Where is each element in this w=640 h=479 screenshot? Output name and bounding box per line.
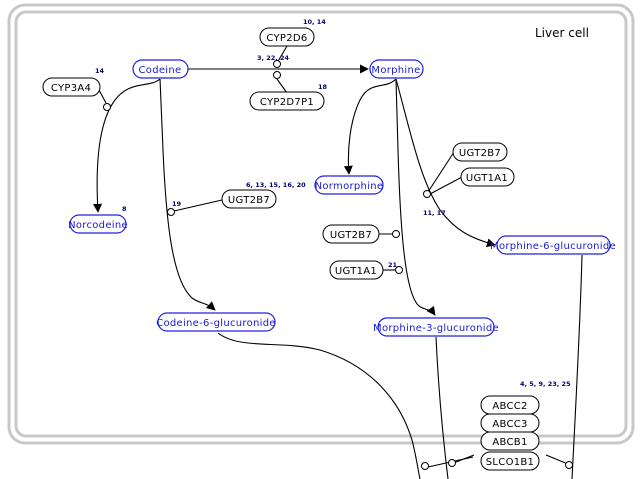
gene-node-ugt1a1-m6g[interactable]: UGT1A1 xyxy=(460,167,515,187)
gene-label: UGT1A1 xyxy=(335,266,377,277)
gene-label: UGT2B7 xyxy=(459,148,501,159)
gene-node-ugt2b7-m3g[interactable]: UGT2B7 xyxy=(322,224,380,244)
gene-node-abcc3[interactable]: ABCC3 xyxy=(480,413,540,433)
gene-node-cyp2d6[interactable]: CYP2D6 xyxy=(259,27,315,47)
gene-label: UGT2B7 xyxy=(330,230,372,241)
edge-m6g-transport[interactable] xyxy=(571,254,583,479)
edge-cyp2d7p1-catalysis[interactable] xyxy=(276,78,288,94)
edge-morphine-to-m3g[interactable] xyxy=(395,78,436,316)
edge-codeine-to-c6g[interactable] xyxy=(159,78,216,311)
ref-label-transporters[interactable]: 4, 5, 9, 23, 25 xyxy=(520,380,571,388)
metabolite-label: Codeine xyxy=(139,65,182,76)
catalysis-circle-m6g xyxy=(423,190,431,198)
liver-cell-inner-border xyxy=(14,10,628,438)
catalysis-circle-transport-m3g xyxy=(448,459,456,467)
edge-c6g-transport[interactable] xyxy=(217,332,421,479)
catalysis-circle-cyp2d7p1 xyxy=(273,71,281,79)
edge-cyp2d6-catalysis[interactable] xyxy=(276,45,288,64)
edge-ugt1a1-m6g-catalysis[interactable] xyxy=(429,176,463,195)
gene-node-ugt2b7-m6g[interactable]: UGT2B7 xyxy=(452,142,508,162)
metabolite-node-morphine-6-glucuronide[interactable]: Morphine-6-glucuronide xyxy=(490,235,616,255)
metabolite-label: Normorphine xyxy=(315,181,384,192)
gene-label: SLCO1B1 xyxy=(486,457,534,468)
catalysis-circle-transport-m6g xyxy=(565,461,573,469)
gene-node-cyp2d7p1[interactable]: CYP2D7P1 xyxy=(249,91,325,111)
edge-m3g-transport[interactable] xyxy=(435,336,449,479)
ref-label-cyp2d6-catalysis[interactable]: 3, 22, 24 xyxy=(257,54,290,62)
gene-node-slco1b1[interactable]: SLCO1B1 xyxy=(480,451,540,471)
compartment-label: Liver cell xyxy=(535,26,589,40)
gene-node-cyp3a4[interactable]: CYP3A4 xyxy=(42,77,101,97)
metabolite-node-morphine[interactable]: Morphine xyxy=(369,59,424,79)
gene-label: UGT2B7 xyxy=(228,195,270,206)
metabolite-node-codeine-6-glucuronide[interactable]: Codeine-6-glucuronide xyxy=(156,312,276,332)
gene-node-abcb1[interactable]: ABCB1 xyxy=(480,431,540,451)
ref-label-norcodeine[interactable]: 8 xyxy=(122,205,127,213)
metabolite-label: Codeine-6-glucuronide xyxy=(156,318,276,329)
gene-label: CYP2D7P1 xyxy=(260,97,314,108)
edge-ugt2b7-codeine-catalysis[interactable] xyxy=(173,199,223,212)
metabolite-label: Morphine xyxy=(371,65,420,76)
gene-node-ugt1a1-m3g[interactable]: UGT1A1 xyxy=(329,260,384,280)
edge-ugt2b7-m6g-catalysis[interactable] xyxy=(427,151,455,193)
gene-label: UGT1A1 xyxy=(466,173,508,184)
catalysis-circle-ugt2b7-m3g xyxy=(392,230,400,238)
gene-label: ABCC2 xyxy=(492,401,527,412)
catalysis-circle-transport-c6g xyxy=(421,462,429,470)
ref-label-codeine-glucuronidation[interactable]: 19 xyxy=(172,200,182,208)
edge-morphine-to-normorphine[interactable] xyxy=(343,78,397,175)
catalysis-circle-cyp3a4 xyxy=(103,103,111,111)
edge-transporter-catalysis-3[interactable] xyxy=(545,454,569,465)
edge-codeine-to-norcodeine[interactable] xyxy=(93,78,161,213)
ref-label-cyp2d6[interactable]: 10, 14 xyxy=(303,18,326,26)
gene-node-ugt2b7-codeine[interactable]: UGT2B7 xyxy=(221,189,277,209)
ref-label-m6g-catalysis[interactable]: 11, 17 xyxy=(423,209,446,217)
edge-cyp3a4-catalysis[interactable] xyxy=(98,89,107,104)
metabolite-node-morphine-3-glucuronide[interactable]: Morphine-3-glucuronide xyxy=(373,317,499,337)
gene-label: ABCC3 xyxy=(492,419,527,430)
metabolite-label: Morphine-3-glucuronide xyxy=(373,323,499,334)
ref-label-ugt2b7-codeine[interactable]: 6, 13, 15, 16, 20 xyxy=(246,181,306,189)
metabolite-label: Norcodeine xyxy=(68,220,128,231)
metabolite-label: Morphine-6-glucuronide xyxy=(490,241,616,252)
edge-morphine-to-m6g[interactable] xyxy=(395,78,496,248)
liver-cell-outer-border xyxy=(7,3,635,445)
ref-label-cyp2d7p1[interactable]: 18 xyxy=(318,83,328,91)
catalysis-circle-ugt2b7-codeine xyxy=(167,208,175,216)
gene-node-abcc2[interactable]: ABCC2 xyxy=(480,395,540,415)
ref-label-cyp3a4[interactable]: 14 xyxy=(95,67,105,75)
catalysis-circle-cyp2d6 xyxy=(273,60,281,68)
metabolite-node-norcodeine[interactable]: Norcodeine xyxy=(68,214,128,234)
metabolite-node-normorphine[interactable]: Normorphine xyxy=(314,175,384,195)
metabolite-node-codeine[interactable]: Codeine xyxy=(132,59,189,79)
gene-label: CYP3A4 xyxy=(51,83,91,94)
gene-label: CYP2D6 xyxy=(266,33,307,44)
catalysis-circle-ugt1a1-m3g xyxy=(395,266,403,274)
ref-label-ugt1a1-m3g[interactable]: 21 xyxy=(388,261,398,269)
gene-label: ABCB1 xyxy=(492,437,527,448)
